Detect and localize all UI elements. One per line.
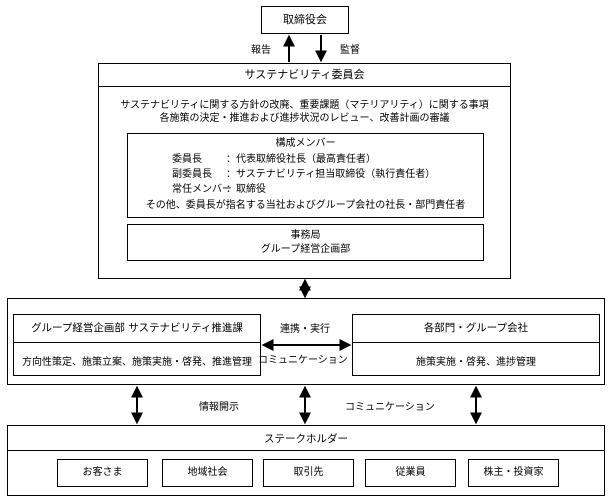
committee-description-line-2: 各施策の決定・推進および進捗状況のレビュー、改善計画の審議: [159, 113, 450, 124]
stakeholder-customers: お客さま: [57, 459, 148, 487]
members-heading: 構成メンバー: [275, 138, 336, 149]
stakeholders-divider: [8, 450, 604, 451]
stakeholder-community: 地域社会: [162, 459, 253, 487]
member-role-chair: 委員長: [172, 154, 202, 165]
bottom-communication-label: コミュニケーション: [345, 402, 435, 413]
stakeholder-suppliers-label: 取引先: [293, 467, 324, 478]
report-label: 報告: [251, 45, 271, 56]
departments-divider: [353, 342, 599, 343]
middle-communication-label: コミュニケーション: [258, 355, 348, 366]
promotion-section-divider: [14, 342, 260, 343]
stakeholder-employees: 従業員: [365, 459, 456, 487]
stakeholders-box: ステークホルダー お客さま 地域社会 取引先 従業員 株主・投資家: [7, 425, 605, 496]
departments-tasks: 施策実施・啓発、進捗管理: [416, 357, 536, 368]
secretariat-box: 事務局 グループ経営企画部: [127, 224, 484, 261]
collaboration-label: 連携・実行: [280, 324, 330, 335]
promotion-section-title: グループ経営企画部 サステナビリティ推進課: [31, 322, 243, 334]
committee-description-line-1: サステナビリティに関する方針の改廃、重要課題（マテリアリティ）に関する事項: [120, 100, 489, 111]
stakeholder-employees-label: 従業員: [395, 467, 426, 478]
board-title: 取締役会: [283, 13, 327, 26]
member-role-standing: 常任メンバー: [172, 184, 232, 195]
stakeholders-title: ステークホルダー: [264, 433, 348, 445]
committee-title: サステナビリティ委員会: [244, 68, 365, 81]
promotion-section-box: グループ経営企画部 サステナビリティ推進課 方向性策定、施策立案、施策実施・啓発…: [13, 314, 261, 376]
promotion-section-tasks: 方向性策定、施策立案、施策実施・啓発、推進管理: [22, 357, 252, 368]
stakeholder-investors-label: 株主・投資家: [483, 467, 544, 478]
secretariat-dept: グループ経営企画部: [260, 244, 351, 255]
stakeholder-suppliers: 取引先: [263, 459, 354, 487]
board-box: 取締役会: [261, 6, 349, 34]
stakeholder-customers-label: お客さま: [82, 467, 123, 478]
committee-title-divider: [99, 86, 510, 87]
member-desc-chair: ：代表取締役社長（最高責任者）: [226, 154, 376, 165]
supervise-label: 監督: [340, 45, 360, 56]
members-box: 構成メンバー 委員長 ：代表取締役社長（最高責任者） 副委員長 ：サステナビリテ…: [127, 133, 484, 218]
disclosure-label: 情報開示: [199, 402, 239, 413]
departments-box: 各部門・グループ会社 施策実施・啓発、進捗管理: [352, 314, 600, 376]
sustainability-committee-box: サステナビリティ委員会 サステナビリティに関する方針の改廃、重要課題（マテリアリ…: [98, 63, 511, 279]
member-role-vice-chair: 副委員長: [172, 169, 212, 180]
member-desc-standing: ：取締役: [226, 184, 266, 195]
secretariat-title: 事務局: [290, 230, 321, 241]
stakeholder-community-label: 地域社会: [187, 467, 228, 478]
departments-title: 各部門・グループ会社: [423, 322, 529, 334]
member-desc-vice-chair: ：サステナビリティ担当取締役（執行責任者）: [226, 169, 436, 180]
members-other: その他、委員長が指名する当社およびグループ会社の社長・部門責任者: [145, 200, 466, 211]
stakeholder-investors: 株主・投資家: [468, 459, 559, 487]
